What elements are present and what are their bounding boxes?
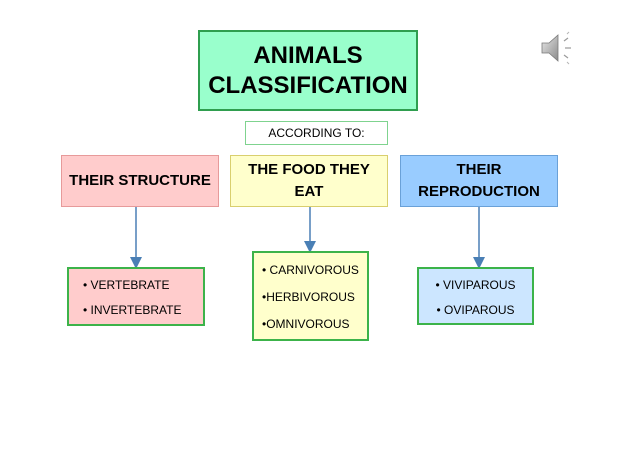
- list-food: • CARNIVOROUS •HERBIVOROUS •OMNIVOROUS: [252, 251, 369, 341]
- category-reproduction: THEIR REPRODUCTION: [400, 155, 558, 207]
- list-structure: • VERTEBRATE • INVERTEBRATE: [67, 267, 205, 326]
- list-item-invertebrate: • INVERTEBRATE: [83, 303, 182, 317]
- speaker-icon[interactable]: [538, 30, 578, 66]
- title-line-2: CLASSIFICATION: [208, 71, 408, 99]
- category-structure-label: THEIR STRUCTURE: [69, 172, 211, 189]
- category-reproduction-label-line-1: THEIR: [456, 161, 502, 178]
- category-structure: THEIR STRUCTURE: [61, 155, 219, 207]
- title-line-1: ANIMALS: [253, 41, 363, 69]
- category-food: THE FOOD THEY EAT: [230, 155, 388, 207]
- list-item-oviparous: • OVIPAROUS: [436, 303, 515, 317]
- category-food-label-line-1: THE FOOD THEY: [248, 161, 370, 178]
- list-reproduction: • VIVIPAROUS • OVIPAROUS: [417, 267, 534, 325]
- list-item-viviparous: • VIVIPAROUS: [435, 278, 516, 292]
- list-item-vertebrate: • VERTEBRATE: [83, 278, 170, 292]
- list-item-omnivorous: •OMNIVOROUS: [262, 317, 350, 331]
- list-item-carnivorous: • CARNIVOROUS: [262, 263, 359, 277]
- list-item-herbivorous: •HERBIVOROUS: [262, 290, 355, 304]
- according-to-label: ACCORDING TO:: [245, 121, 388, 145]
- title-box: ANIMALS CLASSIFICATION: [198, 30, 418, 111]
- category-food-label-line-2: EAT: [294, 183, 324, 200]
- category-reproduction-label-line-2: REPRODUCTION: [418, 183, 540, 200]
